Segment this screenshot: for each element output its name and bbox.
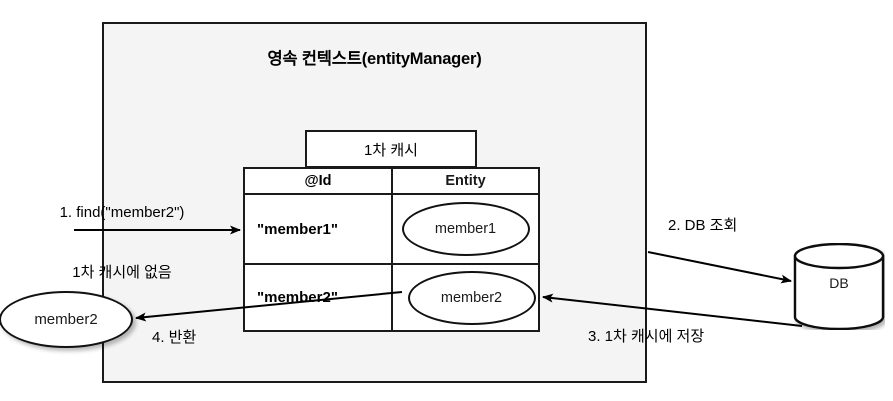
step-2-label: 2. DB 조회 — [668, 217, 738, 234]
persistence-context-title: 영속 컨텍스트(entityManager) — [267, 50, 482, 68]
first-level-cache-label-box: 1차 캐시 — [305, 130, 477, 168]
returned-entity-ellipse: member2 — [0, 291, 133, 348]
cell-id-member1: "member1" — [245, 195, 393, 263]
first-level-cache-table: @Id Entity "member1" member1 "member2" m… — [243, 167, 540, 332]
cell-id-member2: "member2" — [245, 265, 393, 330]
column-header-id: @Id — [245, 169, 393, 193]
step-1-line-1: 1. find("member2") — [59, 203, 185, 221]
column-header-entity: Entity — [445, 173, 486, 189]
step-4-label: 4. 반환 — [152, 329, 197, 346]
entity-ellipse-member2: member2 — [407, 270, 536, 325]
arrow-db-query — [647, 251, 792, 284]
table-row: "member1" member1 — [245, 195, 538, 265]
cell-entity-member2: member2 — [393, 265, 538, 330]
table-header-row: @Id Entity — [245, 169, 538, 195]
cell-entity-member1: member1 — [393, 195, 538, 263]
database-cylinder-icon — [793, 243, 885, 330]
step-1-line-2: 1차 캐시에 없음 — [72, 264, 172, 282]
entity-ellipse-member1: member1 — [401, 202, 530, 256]
table-row: "member2" member2 — [245, 265, 538, 330]
step-3-label: 3. 1차 캐시에 저장 — [588, 328, 705, 345]
step-1-label: 1. find("member2") 1차 캐시에 없음 — [22, 162, 222, 324]
database-label: DB — [829, 275, 849, 291]
